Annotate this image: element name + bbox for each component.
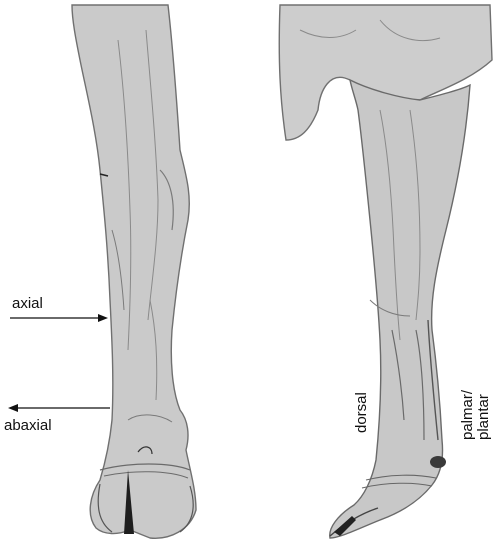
axial-arrow [10, 314, 108, 322]
label-abaxial: abaxial [4, 418, 52, 433]
label-axial: axial [12, 296, 43, 311]
left-leg-silhouette [72, 5, 196, 538]
left-leg-front-view [72, 5, 196, 538]
right-leg-lateral-view [279, 5, 492, 538]
right-leg-silhouette [330, 80, 470, 538]
label-dorsal: dorsal [354, 392, 369, 433]
label-plantar: plantar [476, 394, 491, 440]
label-palmar: palmar/ [460, 390, 475, 440]
abaxial-arrow [8, 404, 110, 412]
